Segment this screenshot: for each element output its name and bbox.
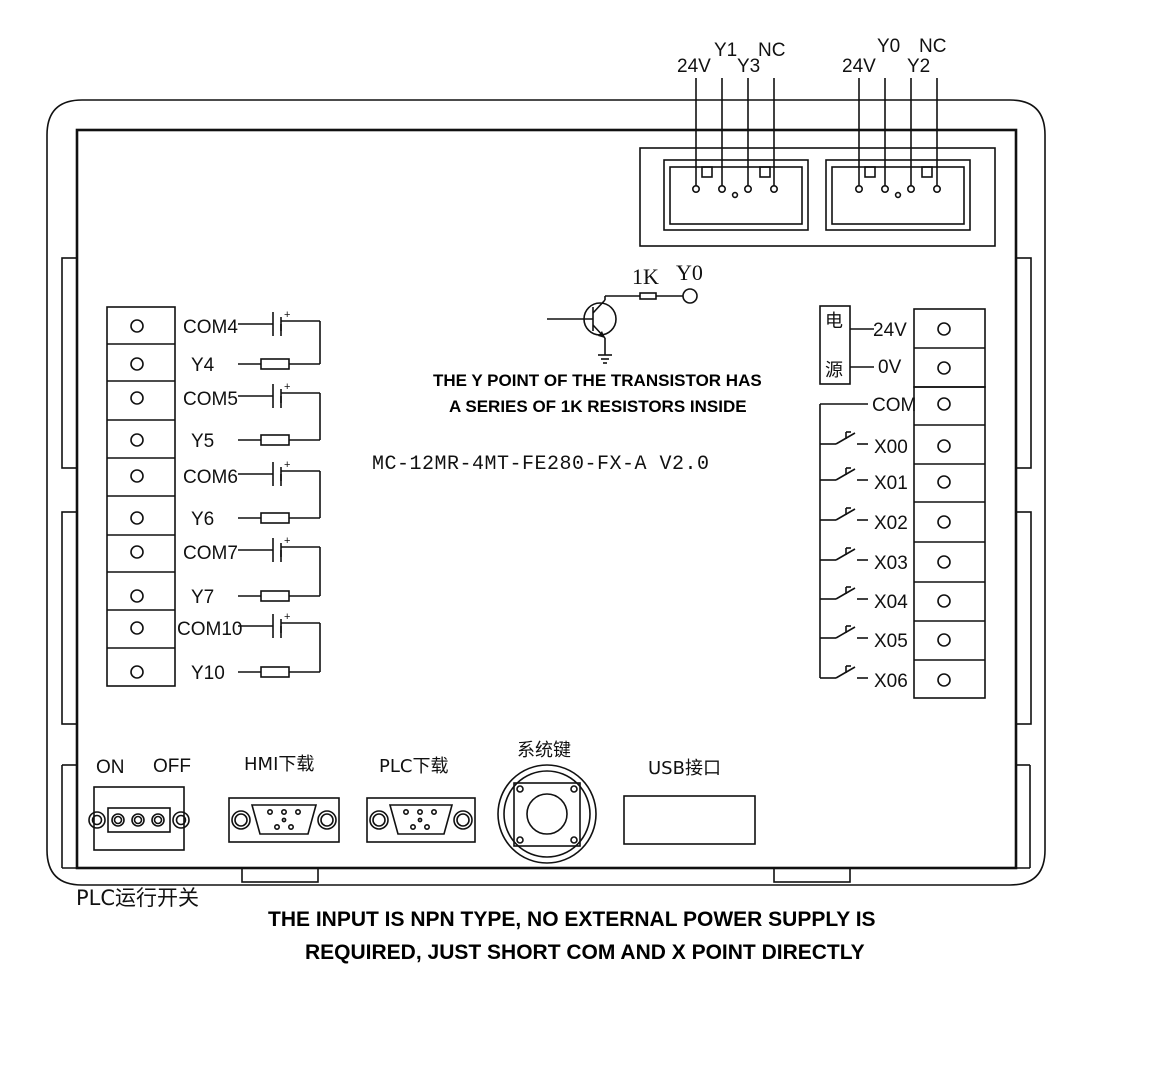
plus-sign: +: [284, 309, 290, 321]
terminal-screw: [130, 511, 144, 525]
voltage-0v-label: 0V: [878, 357, 902, 378]
plus-sign: +: [284, 535, 290, 547]
pin-label: 24V: [677, 56, 711, 77]
top-connector-block: [639, 147, 996, 247]
top-connector-right: 24V Y0 Y2 NC: [842, 36, 946, 199]
terminal-label: X06: [874, 671, 908, 692]
terminal-screw: [937, 439, 951, 453]
load-symbol: [260, 434, 290, 446]
plus-sign: +: [284, 459, 290, 471]
terminal-screw: [130, 589, 144, 603]
terminal-label: Y10: [191, 663, 225, 684]
terminal-screw: [130, 319, 144, 333]
system-key-button[interactable]: 系统键: [497, 740, 597, 864]
input-note-line1: THE INPUT IS NPN TYPE, NO EXTERNAL POWER…: [268, 908, 876, 931]
terminal-screw: [130, 665, 144, 679]
terminal-screw: [937, 633, 951, 647]
run-switch-caption: PLC运行开关: [76, 886, 199, 910]
power-label: 源: [825, 360, 843, 381]
terminal-screw: [130, 433, 144, 447]
switch-on-label: ON: [96, 757, 125, 778]
power-label: 电: [825, 311, 843, 332]
terminal-screw: [937, 475, 951, 489]
terminal-screw: [937, 515, 951, 529]
terminal-screw: [130, 621, 144, 635]
pin-label: Y1: [714, 40, 737, 61]
terminal-label: Y4: [191, 355, 215, 376]
voltage-24v-label: 24V: [873, 320, 907, 341]
model-label: MC-12MR-4MT-FE280-FX-A V2.0: [372, 453, 710, 476]
plc-housing: [46, 99, 1046, 886]
pin-label: Y0: [877, 36, 900, 57]
power-terminal-block: 电 源 24V 0V: [819, 305, 986, 388]
usb-label: USB接口: [648, 758, 721, 779]
terminal-label: X02: [874, 513, 908, 534]
transistor-note-line1: THE Y POINT OF THE TRANSISTOR HAS: [433, 371, 762, 390]
plc-download-label: PLC下载: [379, 756, 448, 777]
terminal-screw: [130, 357, 144, 371]
terminal-label: COM7: [183, 543, 238, 564]
load-symbol: [260, 512, 290, 524]
top-connector-left: 24V Y1 Y3 NC: [677, 40, 785, 199]
resistor-label: 1K: [632, 264, 659, 289]
transistor-note-line2: A SERIES OF 1K RESISTORS INSIDE: [449, 397, 747, 416]
input-note-line2: REQUIRED, JUST SHORT COM AND X POINT DIR…: [305, 941, 865, 964]
pin-label: NC: [758, 40, 785, 61]
terminal-label: COM10: [177, 619, 242, 640]
terminal-screw: [130, 545, 144, 559]
terminal-screw: [937, 594, 951, 608]
terminal-label: X00: [874, 437, 908, 458]
output-label: Y0: [676, 260, 703, 285]
terminal-label: Y7: [191, 587, 214, 608]
terminal-screw: [130, 469, 144, 483]
terminal-label: COM6: [183, 467, 238, 488]
load-symbol: [260, 666, 290, 678]
switch-off-label: OFF: [153, 756, 191, 777]
usb-port[interactable]: USB接口: [623, 758, 756, 845]
terminal-label: Y6: [191, 509, 214, 530]
terminal-label: Y5: [191, 431, 214, 452]
terminal-screw: [937, 555, 951, 569]
terminal-label: COM4: [183, 317, 238, 338]
plc-download-port[interactable]: PLC下载: [366, 756, 476, 843]
terminal-screw: [130, 391, 144, 405]
load-symbol: [260, 590, 290, 602]
pin-label: Y3: [737, 56, 760, 77]
terminal-screw: [937, 673, 951, 687]
terminal-label: COM: [872, 395, 916, 416]
plus-sign: +: [284, 381, 290, 393]
hmi-download-port[interactable]: HMI下载: [228, 754, 340, 843]
plus-sign: +: [284, 611, 290, 623]
terminal-label: COM5: [183, 389, 238, 410]
load-symbol: [260, 358, 290, 370]
terminal-label: X03: [874, 553, 908, 574]
terminal-label: X01: [874, 473, 908, 494]
terminal-label: X04: [874, 592, 908, 613]
run-switch[interactable]: ON OFF: [88, 756, 191, 851]
pin-label: NC: [919, 36, 946, 57]
transistor-symbol: 1K Y0: [547, 260, 703, 364]
terminal-screw: [937, 397, 951, 411]
terminal-label: X05: [874, 631, 908, 652]
hmi-download-label: HMI下载: [244, 754, 314, 775]
pin-label: Y2: [907, 56, 930, 77]
pin-label: 24V: [842, 56, 876, 77]
system-key-label: 系统键: [517, 740, 571, 761]
